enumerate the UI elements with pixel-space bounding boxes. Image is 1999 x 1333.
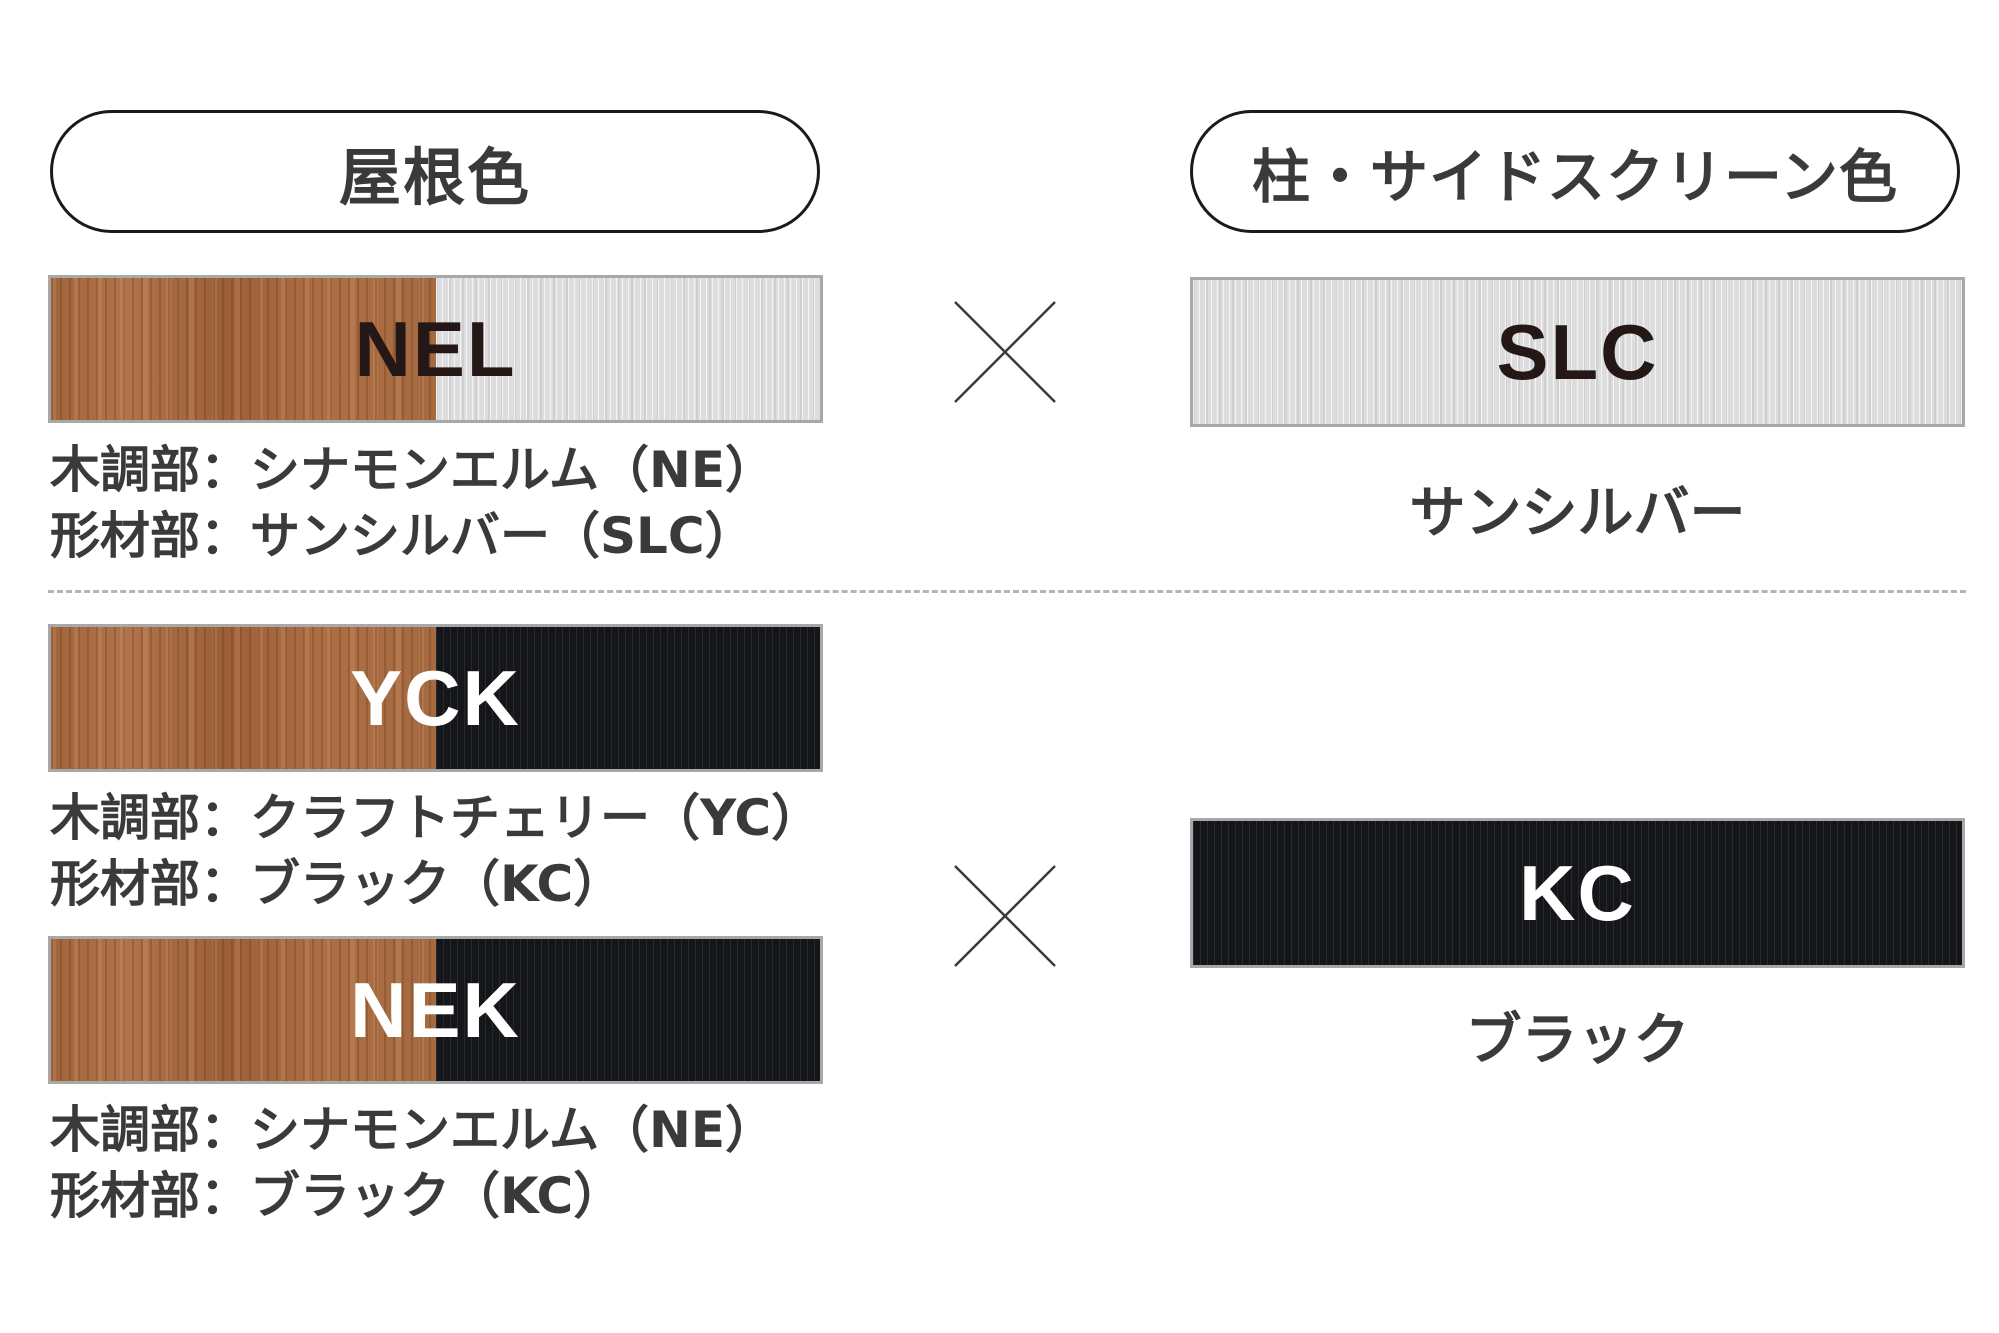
wood-part-line: 木調部：クラフトチェリー（YC） [50, 789, 822, 847]
roof-color-header: 屋根色 [50, 110, 820, 233]
swatch-code: YCK [350, 653, 521, 742]
frame-part-line: 形材部：サンシルバー（SLC） [50, 507, 755, 565]
wood-texture [51, 627, 436, 769]
roof-swatch-nek: NEK [48, 936, 823, 1084]
post-swatch-kc: KC [1190, 818, 1965, 968]
times-icon [954, 865, 1056, 967]
wood-texture [51, 278, 436, 420]
roof-description-yck: 木調部：クラフトチェリー（YC） 形材部：ブラック（KC） [50, 785, 821, 917]
wood-texture [51, 939, 436, 1081]
swatch-code: SLC [1496, 307, 1659, 396]
post-sidescreen-color-header: 柱・サイドスクリーン色 [1190, 110, 1960, 233]
times-icon [954, 301, 1056, 403]
wood-part-line: 木調部：シナモンエルム（NE） [50, 1101, 776, 1159]
frame-part-line: 形材部：ブラック（KC） [50, 855, 624, 913]
swatch-code: NEK [350, 965, 521, 1054]
post-swatch-slc: SLC [1190, 277, 1965, 427]
post-name-slc: サンシルバー [1409, 481, 1746, 546]
frame-part-line: 形材部：ブラック（KC） [50, 1167, 624, 1225]
wood-part-line: 木調部：シナモンエルム（NE） [50, 441, 776, 499]
roof-description-nek: 木調部：シナモンエルム（NE） 形材部：ブラック（KC） [50, 1097, 775, 1229]
silver-texture [1193, 280, 1962, 424]
post-name-kc: ブラック [1465, 1008, 1690, 1073]
roof-swatch-nel: NEL [48, 275, 823, 423]
roof-description-nel: 木調部：シナモンエルム（NE） 形材部：サンシルバー（SLC） [50, 437, 775, 569]
swatch-code: KC [1519, 848, 1636, 937]
silver-texture [435, 278, 820, 420]
black-texture [435, 939, 820, 1081]
roof-swatch-yck: YCK [48, 624, 823, 772]
black-texture [435, 627, 820, 769]
swatch-code: NEL [354, 304, 517, 393]
section-divider [48, 590, 1966, 593]
black-texture [1193, 821, 1962, 965]
